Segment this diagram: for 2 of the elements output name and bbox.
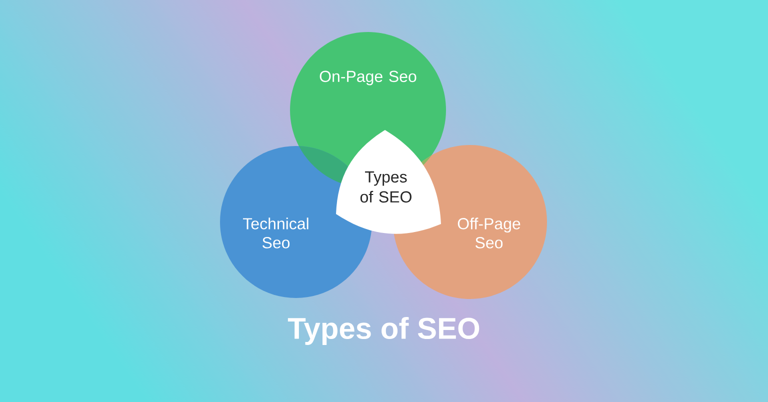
title: Types of SEO [288, 317, 480, 345]
center-triangle: Types of SEO [336, 130, 441, 234]
